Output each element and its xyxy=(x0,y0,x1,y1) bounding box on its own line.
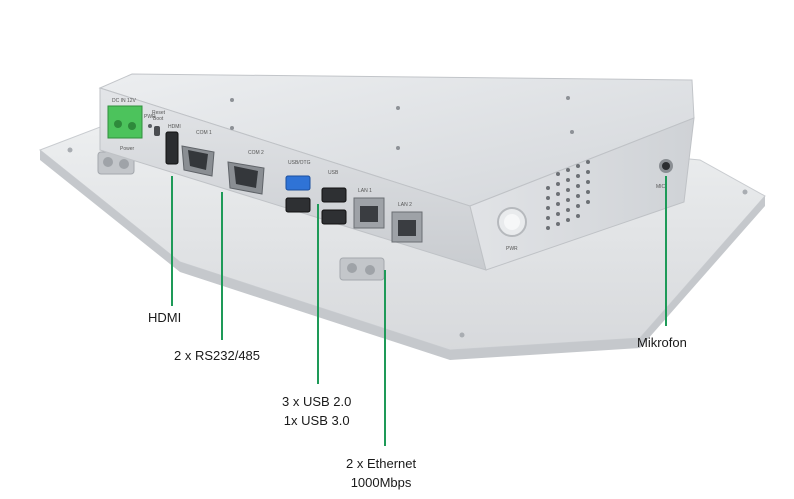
svg-text:PWR: PWR xyxy=(144,114,156,120)
usb-ports: USB xyxy=(321,170,347,225)
power-label: Power xyxy=(120,146,135,152)
vent-hole xyxy=(546,196,550,200)
power-button: PWR xyxy=(497,207,527,252)
ethernet-callout-line1: 2 x Ethernet xyxy=(346,456,417,471)
vent-hole xyxy=(566,178,570,182)
svg-text:COM 1: COM 1 xyxy=(196,130,212,136)
lan2-port: LAN 2 xyxy=(391,202,423,243)
mic-jack: MIC xyxy=(656,159,673,190)
vent-hole xyxy=(556,202,560,206)
vent-hole xyxy=(556,222,560,226)
svg-text:USB/OTG: USB/OTG xyxy=(288,160,311,166)
vent-hole xyxy=(546,216,550,220)
vent-hole xyxy=(566,198,570,202)
vent-grille xyxy=(546,160,590,230)
callout-lines xyxy=(171,176,667,446)
microphone-callout-text: Mikrofon xyxy=(637,335,687,350)
vent-hole xyxy=(566,188,570,192)
ethernet-callout-line2: 1000Mbps xyxy=(350,475,412,490)
svg-text:HDMI: HDMI xyxy=(168,124,181,130)
vent-hole xyxy=(546,186,550,190)
ethernet-callout: 2 x Ethernet 1000Mbps xyxy=(346,454,416,492)
dc-in-connector: DC IN 12V xyxy=(107,98,143,139)
reset-button: Reset Boot xyxy=(152,110,166,136)
dc-in-label: DC IN 12V xyxy=(112,98,137,104)
com1-port: COM 1 xyxy=(181,130,215,177)
hdmi-port: HDMI xyxy=(165,124,181,165)
vent-hole xyxy=(586,170,590,174)
pwr-led: PWR xyxy=(144,114,156,128)
vent-hole xyxy=(556,192,560,196)
vent-hole xyxy=(546,206,550,210)
svg-text:MIC: MIC xyxy=(656,184,666,190)
vent-hole xyxy=(556,212,560,216)
lan1-port: LAN 1 xyxy=(353,188,385,229)
vent-hole xyxy=(546,226,550,230)
usb-otg-port: USB/OTG xyxy=(285,160,311,213)
hdmi-callout-text: HDMI xyxy=(148,310,182,325)
svg-text:COM 2: COM 2 xyxy=(248,150,264,156)
usb-callout: 3 x USB 2.0 1x USB 3.0 xyxy=(282,392,351,430)
svg-text:USB: USB xyxy=(328,170,339,176)
top-screws xyxy=(230,96,574,150)
vent-hole xyxy=(586,180,590,184)
vent-hole xyxy=(576,164,580,168)
vent-hole xyxy=(576,194,580,198)
vent-hole xyxy=(586,200,590,204)
vent-hole xyxy=(576,214,580,218)
vent-hole xyxy=(576,174,580,178)
svg-text:Reset: Reset xyxy=(152,110,166,116)
vent-hole xyxy=(556,172,560,176)
vent-hole xyxy=(576,184,580,188)
svg-text:PWR: PWR xyxy=(506,246,518,252)
svg-text:LAN 1: LAN 1 xyxy=(358,188,372,194)
serial-callout-text: 2 x RS232/485 xyxy=(174,348,261,363)
vent-hole xyxy=(576,204,580,208)
serial-callout: 2 x RS232/485 xyxy=(174,346,260,365)
vent-hole xyxy=(586,190,590,194)
microphone-callout: Mikrofon xyxy=(637,333,687,352)
vent-hole xyxy=(566,208,570,212)
vent-hole xyxy=(556,182,560,186)
svg-text:Boot: Boot xyxy=(153,116,164,122)
com2-port: COM 2 xyxy=(227,150,265,195)
hdmi-callout: HDMI xyxy=(148,308,181,327)
svg-text:LAN 2: LAN 2 xyxy=(398,202,412,208)
vent-hole xyxy=(566,218,570,222)
vent-hole xyxy=(586,160,590,164)
usb-callout-line2: 1x USB 3.0 xyxy=(283,413,350,428)
usb-callout-line1: 3 x USB 2.0 xyxy=(282,394,352,409)
housing-side xyxy=(469,117,695,271)
vent-hole xyxy=(566,168,570,172)
mounting-clip-right xyxy=(339,257,385,281)
